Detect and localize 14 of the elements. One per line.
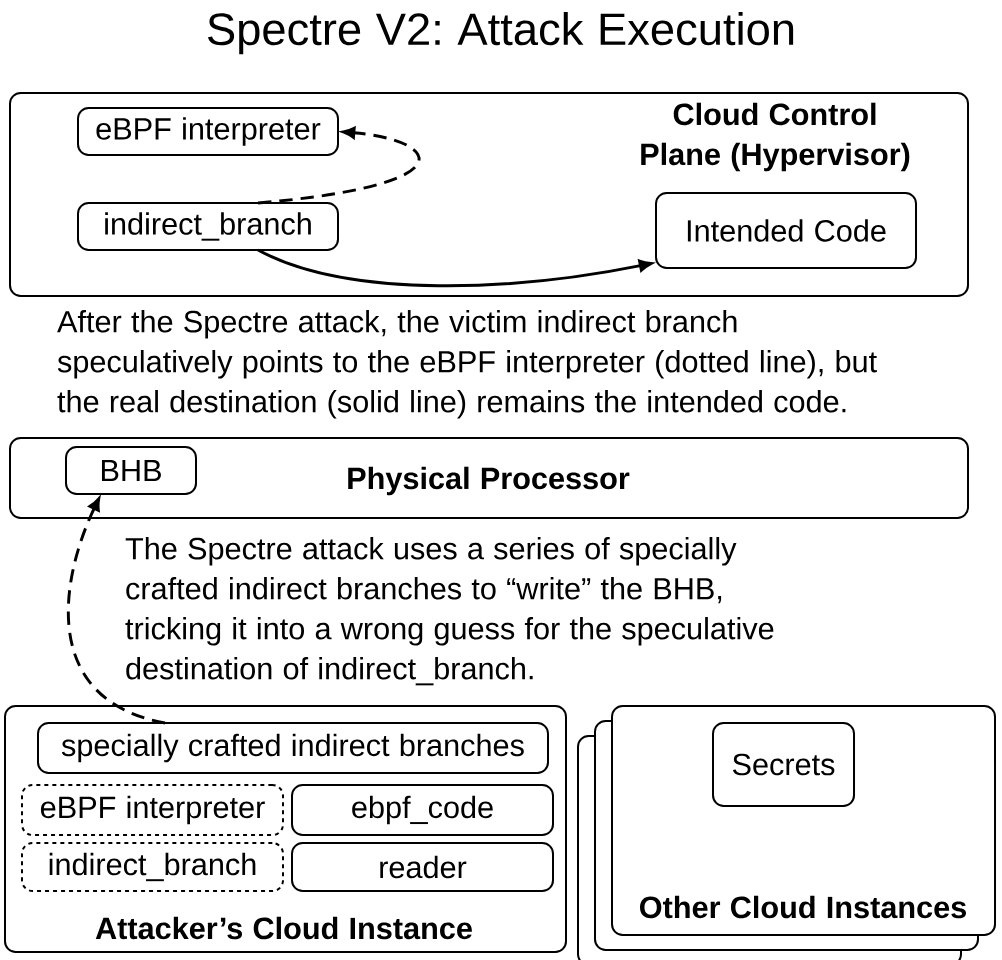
process-box: indirect_branch [21, 842, 284, 892]
title: Spectre V2: Attack Execution [208, 12, 794, 55]
process-box: reader [291, 842, 554, 892]
process-box: ebpf_code [291, 784, 554, 836]
process-box: Secrets [712, 722, 855, 807]
process-box: indirect_branch [77, 202, 339, 251]
process-box: BHB [65, 446, 197, 495]
arrow [257, 126, 421, 205]
caption-text: After the Spectre attack, the victim indirect branch speculatively points to the eBPF interpreter (dotted line), but the real destination (solid line) remains the intended code. [57, 310, 877, 419]
process-box: specially crafted indirect branches [37, 722, 549, 774]
process-box: Intended Code [655, 192, 917, 269]
process-box: eBPF interpreter [21, 784, 284, 836]
process-box: eBPF interpreter [77, 107, 339, 156]
caption-text: The Spectre attack uses a series of specially crafted indirect branches to “write” the BHB, tricking it into a wrong guess for the speculative destination of indirect_branch. [125, 537, 774, 686]
